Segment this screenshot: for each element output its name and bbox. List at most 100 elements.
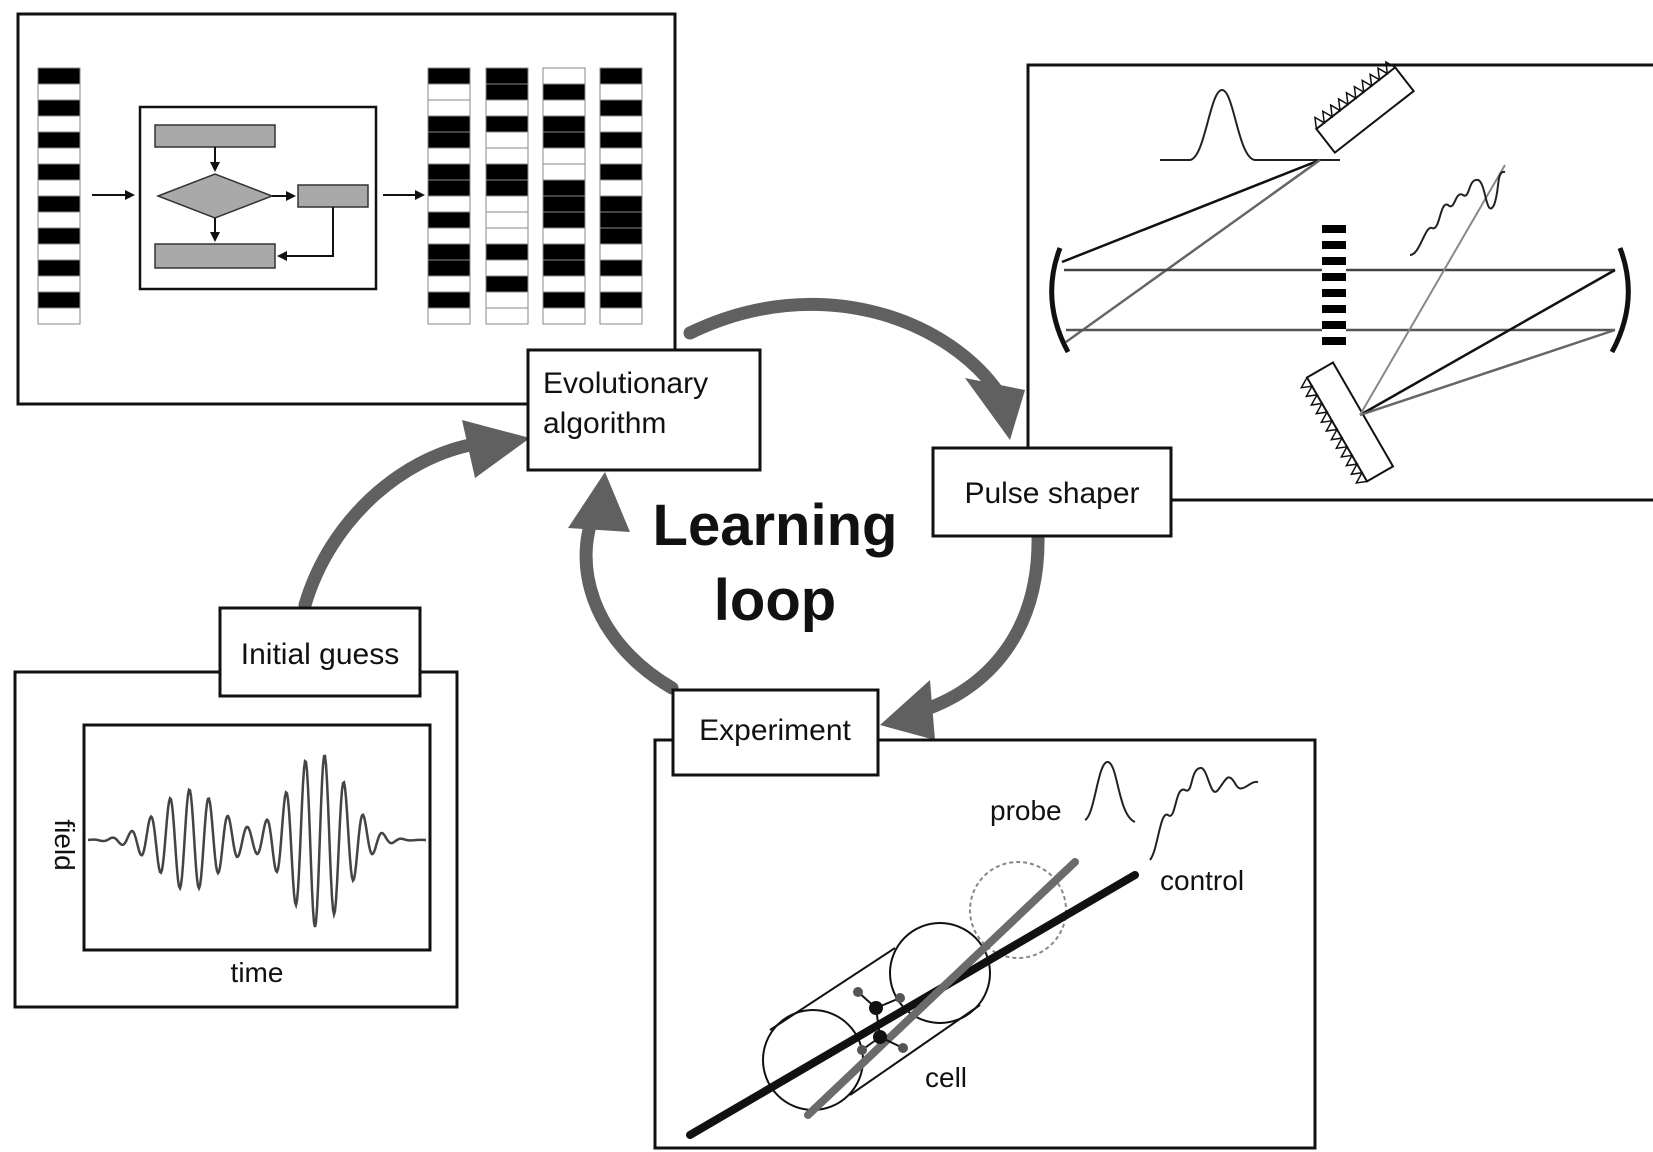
gene-cell xyxy=(427,275,471,293)
gene-cell xyxy=(542,211,586,229)
gene-cell xyxy=(599,211,643,229)
left-mirror xyxy=(1049,247,1071,354)
gene-cell xyxy=(599,275,643,293)
initial-guess-label: Initial guess xyxy=(241,638,399,671)
genome-column xyxy=(37,67,81,325)
gene-cell xyxy=(485,67,529,85)
experiment-label: Experiment xyxy=(699,714,851,747)
gene-cell xyxy=(485,259,529,277)
flow-step-bottom xyxy=(154,243,276,269)
gene-cell xyxy=(37,147,81,165)
gene-cell xyxy=(485,179,529,197)
gene-cell xyxy=(485,163,529,181)
gene-cell xyxy=(427,307,471,325)
experiment-box: Experiment xyxy=(671,688,880,777)
mask-pixel xyxy=(1322,297,1346,305)
gene-cell xyxy=(37,243,81,261)
mask-pixel xyxy=(1322,289,1346,297)
mask-pixel xyxy=(1322,225,1346,233)
ea-label-line2: algorithm xyxy=(543,407,666,440)
gene-cell xyxy=(599,83,643,101)
gene-cell xyxy=(599,259,643,277)
probe-label: probe xyxy=(990,795,1062,826)
gene-cell xyxy=(427,259,471,277)
control-beam xyxy=(686,871,1139,1139)
gene-cell xyxy=(542,307,586,325)
gene-cell xyxy=(485,227,529,245)
gene-cell xyxy=(599,115,643,133)
mask-pixel xyxy=(1322,273,1346,281)
gene-cell xyxy=(485,291,529,309)
arrow-experiment-to-ea-head xyxy=(568,472,630,532)
gene-cell xyxy=(485,275,529,293)
gene-cell xyxy=(37,99,81,117)
gene-cell xyxy=(542,147,586,165)
spatial-light-modulator xyxy=(1322,225,1346,353)
arrow-ea-to-shaper xyxy=(683,297,1007,402)
arrow-shaper-to-experiment xyxy=(908,528,1045,720)
ea-label-line1: Evolutionary xyxy=(543,367,708,400)
gene-cell xyxy=(542,275,586,293)
gene-cell xyxy=(37,307,81,325)
gene-cell xyxy=(485,131,529,149)
gene-cell xyxy=(427,195,471,213)
beam-paths xyxy=(1061,158,1616,417)
control-label: control xyxy=(1160,865,1244,896)
gene-cell xyxy=(599,163,643,181)
gene-cell xyxy=(37,131,81,149)
field-waveform xyxy=(87,754,426,928)
gene-cell xyxy=(427,163,471,181)
mask-pixel xyxy=(1322,265,1346,273)
ea-panel xyxy=(16,12,677,406)
gene-cell xyxy=(37,259,81,277)
mask-pixel xyxy=(1322,233,1346,241)
flow-step-right xyxy=(297,184,369,208)
gene-cell xyxy=(485,99,529,117)
gene-cell xyxy=(485,195,529,213)
evolutionary-algorithm-box: Evolutionary algorithm xyxy=(526,348,762,472)
gene-cell xyxy=(427,211,471,229)
gene-cell xyxy=(599,243,643,261)
mask-pixel xyxy=(1322,281,1346,289)
genome-column xyxy=(427,67,471,325)
control-pulse xyxy=(1149,767,1259,861)
field-plot-frame xyxy=(82,723,432,952)
gene-cell xyxy=(37,115,81,133)
initial-guess-box: Initial guess xyxy=(218,606,422,698)
gene-cell xyxy=(37,211,81,229)
gene-cell xyxy=(485,147,529,165)
cell-label: cell xyxy=(925,1062,967,1093)
genome-column xyxy=(485,67,529,325)
gene-cell xyxy=(485,307,529,325)
arrow-guess-to-ea xyxy=(298,438,477,612)
gene-cell xyxy=(542,163,586,181)
experiment-panel: probe control cell xyxy=(653,738,1317,1150)
mask-pixel xyxy=(1322,257,1346,265)
gene-cell xyxy=(427,67,471,85)
pulse-shaper-label: Pulse shaper xyxy=(964,477,1139,510)
molecule xyxy=(853,987,908,1055)
gene-cell xyxy=(37,291,81,309)
gene-cell xyxy=(542,291,586,309)
probe-pulse xyxy=(1084,761,1136,823)
gene-cell xyxy=(37,67,81,85)
gene-cell xyxy=(599,227,643,245)
mask-pixel xyxy=(1322,345,1346,353)
gene-cell xyxy=(485,243,529,261)
gene-cell xyxy=(542,227,586,245)
flowchart xyxy=(138,105,378,291)
gene-cell xyxy=(599,291,643,309)
gene-cell xyxy=(427,243,471,261)
gene-cell xyxy=(37,227,81,245)
gene-cell xyxy=(599,179,643,197)
gene-cell xyxy=(542,115,586,133)
gene-cell xyxy=(37,195,81,213)
mask-pixel xyxy=(1322,241,1346,249)
gene-cell xyxy=(485,83,529,101)
gene-cell xyxy=(599,131,643,149)
mask-pixel xyxy=(1322,329,1346,337)
gene-cell xyxy=(599,307,643,325)
mask-pixel xyxy=(1322,337,1346,345)
loop-title-line2: loop xyxy=(714,568,836,633)
